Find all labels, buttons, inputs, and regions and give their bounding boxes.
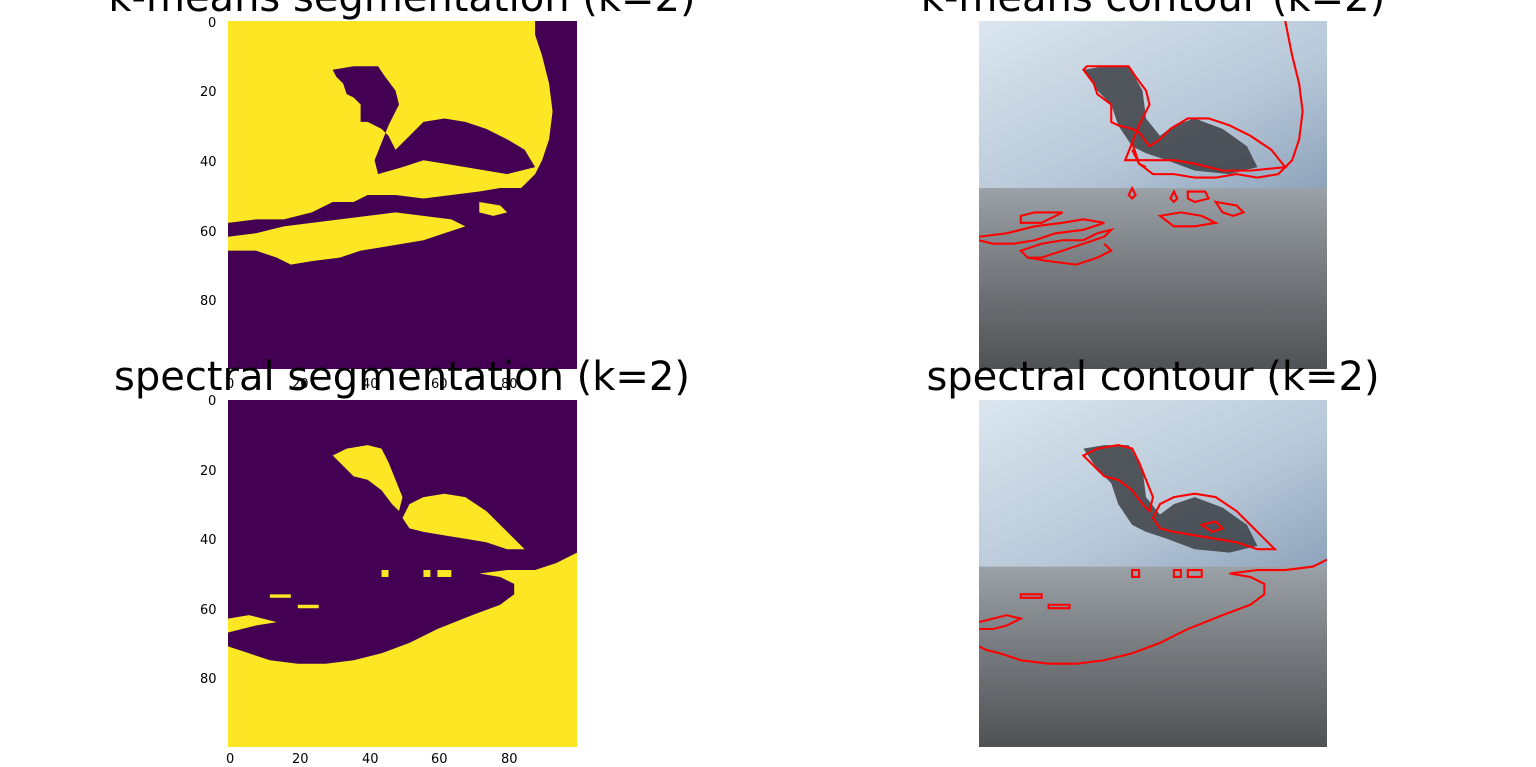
y-tick: 40 bbox=[200, 155, 217, 170]
x-tick: 20 bbox=[292, 752, 309, 767]
spectral-segmentation-image bbox=[228, 400, 577, 747]
kmeans-segmentation-image bbox=[228, 21, 577, 369]
y-tick: 20 bbox=[200, 464, 217, 479]
kmeans-segmentation-title: k-means segmentation (k=2) bbox=[108, 0, 695, 18]
x-tick: 80 bbox=[501, 377, 518, 392]
x-tick: 20 bbox=[292, 377, 309, 392]
x-tick: 60 bbox=[431, 752, 448, 767]
kmeans-contour-panel bbox=[979, 21, 1327, 369]
y-tick: 0 bbox=[208, 16, 217, 31]
x-tick: 0 bbox=[226, 752, 235, 767]
spectral-contour-panel bbox=[979, 400, 1327, 747]
spectral-segmentation-panel bbox=[228, 400, 577, 747]
x-tick: 80 bbox=[501, 752, 518, 767]
y-tick: 0 bbox=[208, 394, 217, 409]
y-tick: 40 bbox=[200, 533, 217, 548]
x-tick: 60 bbox=[431, 377, 448, 392]
x-tick: 40 bbox=[362, 377, 379, 392]
y-tick: 60 bbox=[200, 603, 217, 618]
kmeans-segmentation-panel bbox=[228, 21, 577, 369]
kmeans-contour-title: k-means contour (k=2) bbox=[921, 0, 1385, 18]
y-tick: 80 bbox=[200, 672, 217, 687]
spectral-segmentation-title: spectral segmentation (k=2) bbox=[114, 354, 690, 400]
kmeans-contour-image bbox=[979, 21, 1327, 369]
spectral-contour-title: spectral contour (k=2) bbox=[926, 354, 1380, 400]
y-tick: 80 bbox=[200, 294, 217, 309]
y-tick: 20 bbox=[200, 85, 217, 100]
x-tick: 0 bbox=[226, 377, 235, 392]
y-tick: 60 bbox=[200, 225, 217, 240]
x-tick: 40 bbox=[362, 752, 379, 767]
spectral-contour-image bbox=[979, 400, 1327, 747]
